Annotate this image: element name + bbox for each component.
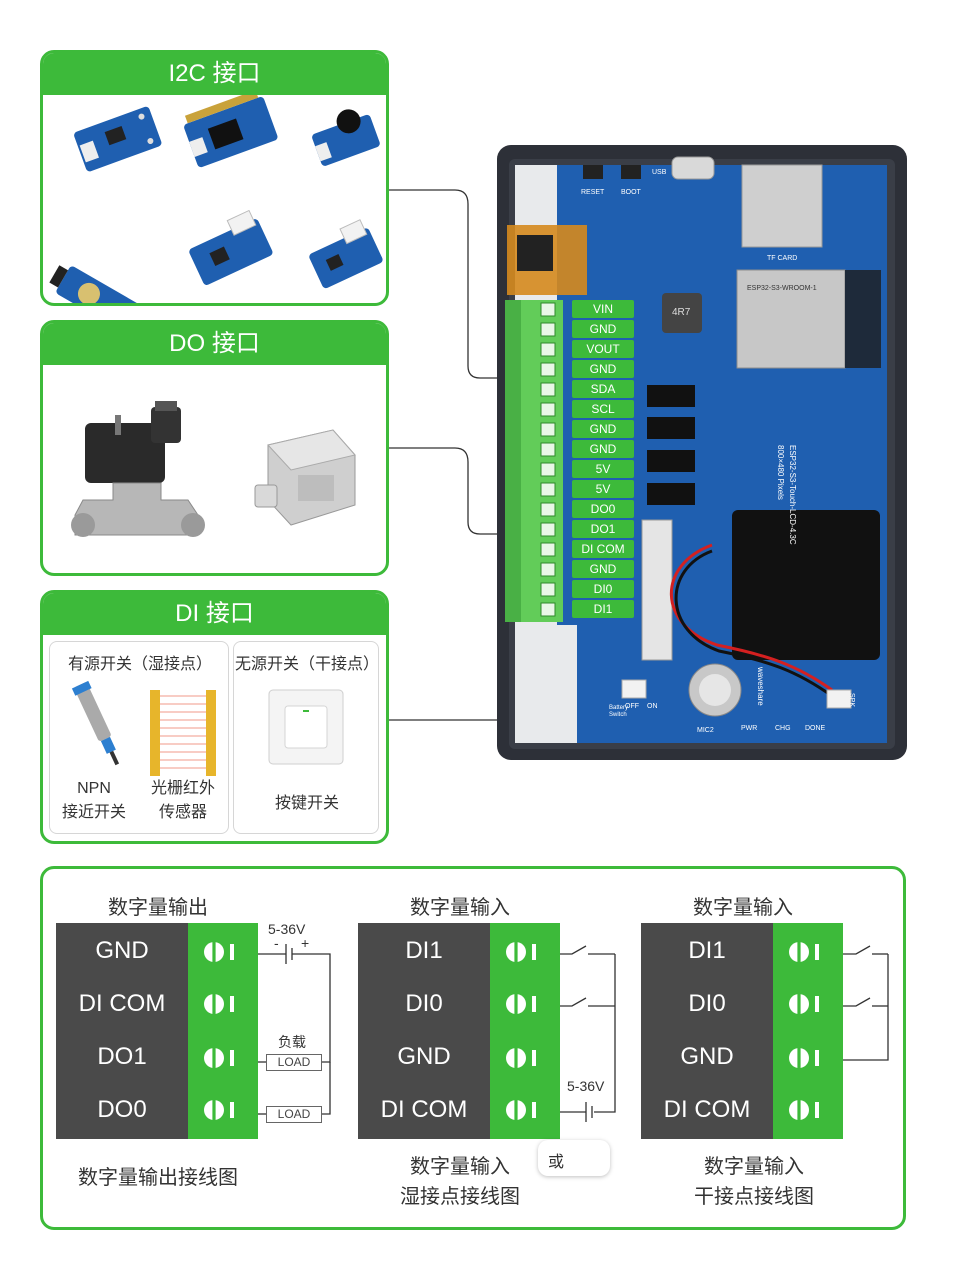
- do-panel: DO 接口: [40, 320, 389, 576]
- load-box-do0: LOAD: [266, 1106, 322, 1123]
- output-load-label: 负载: [278, 1034, 306, 1050]
- dry-caption-line1: 数字量输入: [704, 1156, 804, 1178]
- pin-label-3: GND: [572, 360, 634, 378]
- do-panel-title: DO 接口: [43, 323, 386, 365]
- pin-label-5: SCL: [572, 400, 634, 418]
- wet-title: 数字量输入: [410, 897, 510, 919]
- silk-reset: RESET: [581, 189, 605, 196]
- pin-label-4: SDA: [572, 380, 634, 398]
- push-switch-image: [268, 689, 344, 765]
- wet-caption-line2: 湿接点接线图: [400, 1186, 520, 1208]
- silk-pwr: PWR: [741, 725, 758, 732]
- npn-caption: NPN 接近开关: [50, 777, 138, 825]
- silk-chg: CHG: [775, 725, 791, 732]
- dry-table-label-col: [641, 923, 773, 1139]
- pin-label-2: VOUT: [572, 340, 634, 358]
- wet-voltage: 5-36V: [567, 1078, 605, 1094]
- solenoid-valve-image: [71, 401, 205, 537]
- silk-done: DONE: [805, 725, 826, 732]
- silk-mic: MIC2: [697, 727, 714, 734]
- button-switch-caption: 按键开关: [274, 795, 339, 812]
- silk-battery-switch: Battery Switch: [609, 705, 629, 718]
- i2c-leader-line: [389, 189, 540, 379]
- do-device-images: [71, 401, 356, 537]
- light-grating-image: [150, 690, 216, 776]
- wet-or-text: 或: [548, 1154, 565, 1171]
- wet-table-terminal-col: [490, 923, 560, 1139]
- pin-label-1: GND: [572, 320, 634, 338]
- output-minus: -: [274, 935, 279, 951]
- wet-table: DI1 DI0 GND DI COM: [358, 923, 560, 1139]
- silk-tf-card: TF CARD: [767, 255, 798, 262]
- dry-caption: 数字量输入 干接点接线图: [652, 1152, 856, 1212]
- dry-row-2: DI0: [688, 990, 726, 1017]
- output-plus: +: [301, 935, 310, 951]
- silk-off: OFF: [625, 703, 639, 710]
- output-row-4: DO0: [97, 1096, 147, 1123]
- output-row-2: DI COM: [78, 990, 166, 1017]
- i2c-sensor-images: [49, 95, 383, 303]
- npn-caption-line2: 接近开关: [61, 804, 126, 821]
- pin-label-10: DO0: [572, 500, 634, 518]
- dry-title: 数字量输入: [693, 897, 793, 919]
- i2c-panel: I2C 接口: [40, 50, 389, 306]
- wet-row-3: GND: [397, 1043, 451, 1070]
- pin-label-9: 5V: [572, 480, 634, 498]
- pin-label-15: DI1: [572, 600, 634, 618]
- dry-table: DI1 DI0 GND DI COM: [641, 923, 843, 1139]
- dry-contact-title: 无源开关（干接点）: [234, 656, 379, 673]
- wet-caption-line1: 数字量输入: [410, 1156, 510, 1178]
- output-table: GND DI COM DO1 DO0: [56, 923, 258, 1139]
- grating-caption-line2: 传感器: [158, 804, 207, 821]
- pin-label-13: GND: [572, 560, 634, 578]
- output-row-1: GND: [95, 937, 149, 964]
- silk-boot: BOOT: [621, 189, 641, 196]
- silk-inductor: 4R7: [672, 307, 691, 318]
- do-leader-line: [389, 447, 540, 535]
- silk-usb: USB: [652, 169, 667, 176]
- wet-or-bubble: 或: [538, 1140, 610, 1176]
- output-caption: 数字量输出接线图: [78, 1167, 238, 1189]
- dry-row-1: DI1: [688, 937, 726, 964]
- pin-label-14: DI0: [572, 580, 634, 598]
- output-row-3: DO1: [97, 1043, 147, 1070]
- pin-label-11: DO1: [572, 520, 634, 538]
- grating-caption: 光栅红外 传感器: [138, 777, 228, 825]
- output-table-label-col: [56, 923, 188, 1139]
- output-title: 数字量输出: [108, 897, 208, 919]
- pin-label-0: VIN: [572, 300, 634, 318]
- npn-caption-line1: NPN: [77, 780, 111, 797]
- wet-row-1: DI1: [405, 937, 443, 964]
- pin-label-8: 5V: [572, 460, 634, 478]
- output-table-terminal-col: [188, 923, 258, 1139]
- wet-caption: 数字量输入 湿接点接线图: [358, 1152, 562, 1212]
- terminal-screws: [540, 302, 556, 617]
- di-panel-title: DI 接口: [43, 593, 386, 635]
- i2c-panel-title: I2C 接口: [43, 53, 386, 95]
- dry-caption-line2: 干接点接线图: [694, 1186, 814, 1208]
- wet-row-2: DI0: [405, 990, 443, 1017]
- wet-contact-card: 有源开关（湿接点） NPN 接近开关 光栅红外 传感器: [49, 641, 229, 834]
- pin-label-12: DI COM: [572, 540, 634, 558]
- electric-lock-image: [254, 429, 356, 526]
- dry-table-terminal-col: [773, 923, 843, 1139]
- grating-caption-line1: 光栅红外: [150, 780, 215, 797]
- pin-label-6: GND: [572, 420, 634, 438]
- silk-on: ON: [647, 703, 658, 710]
- npn-sensor-image: [71, 680, 120, 766]
- wet-row-4: DI COM: [380, 1096, 468, 1123]
- wet-contact-title: 有源开关（湿接点）: [67, 656, 212, 673]
- load-box-do1: LOAD: [266, 1054, 322, 1071]
- wet-table-label-col: [358, 923, 490, 1139]
- dry-contact-card: 无源开关（干接点） 按键开关: [233, 641, 379, 834]
- silk-module: ESP32-S3-WROOM-1: [747, 285, 817, 292]
- pin-label-7: GND: [572, 440, 634, 458]
- dry-row-3: GND: [680, 1043, 734, 1070]
- output-voltage: 5-36V: [268, 921, 306, 937]
- dry-row-4: DI COM: [663, 1096, 751, 1123]
